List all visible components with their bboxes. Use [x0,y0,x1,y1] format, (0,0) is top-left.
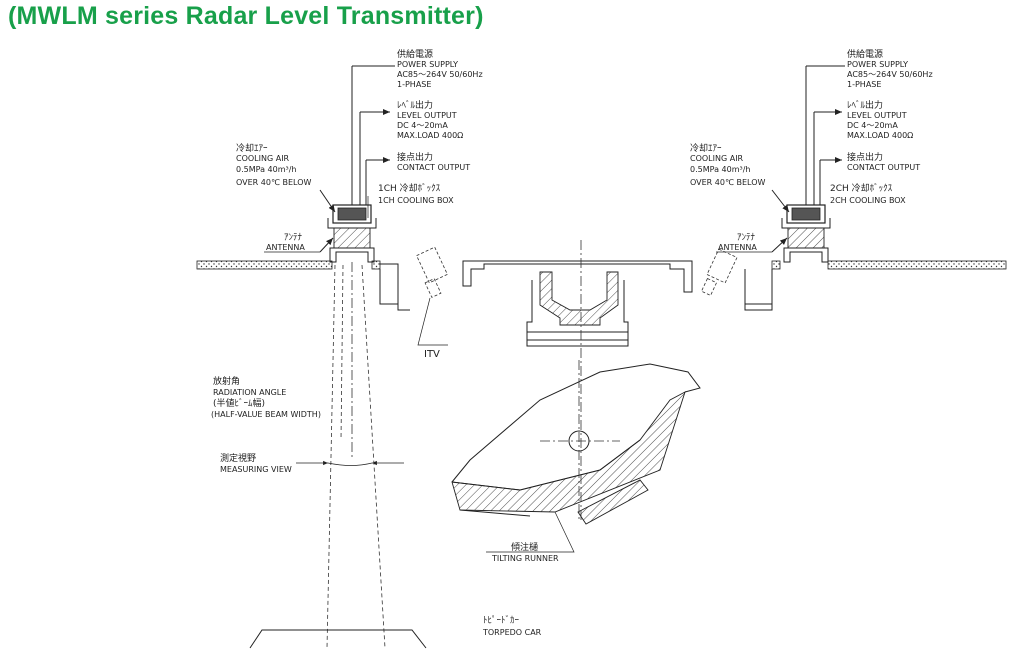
torpedo-car [249,629,427,649]
left-radar-unit [264,65,395,263]
right-box-jp: 2CH 冷却ﾎﾞｯｸｽ [830,182,893,194]
right-level-spec: DC 4～20mA [847,121,898,130]
right-radar-unit [716,65,845,263]
left-contact-en: CONTACT OUTPUT [397,163,470,172]
radiation-jp: 放射角 [213,375,240,387]
half-jp: (半値ﾋﾞｰﾑ幅) [213,397,265,409]
page-title: (MWLM series Radar Level Transmitter) [8,2,484,30]
tilting-runner [451,360,701,553]
half-en: (HALF-VALUE BEAM WIDTH) [211,410,321,419]
right-level-en: LEVEL OUTPUT [847,111,907,120]
torpedo-en: TORPEDO CAR [482,628,542,637]
left-power-phase: 1-PHASE [397,80,431,89]
torpedo-jp: ﾄﾋﾟｰﾄﾞｶｰ [483,615,520,626]
right-contact-en: CONTACT OUTPUT [847,163,920,172]
right-power-en: POWER SUPPLY [847,60,908,69]
left-cooling-spec: 0.5MPa 40m³/h [236,165,296,174]
right-cooling-jp: 冷却ｴｱｰ [690,142,722,154]
tilting-en: TILTING RUNNER [491,554,559,563]
left-contact-jp: 接点出力 [397,151,433,163]
left-power-en: POWER SUPPLY [397,60,458,69]
left-cooling-en: COOLING AIR [236,154,290,163]
right-contact-jp: 接点出力 [847,151,883,163]
runner-trough [526,240,629,520]
measuring-en: MEASURING VIEW [220,465,292,474]
right-level-load: MAX.LOAD 400Ω [847,131,913,140]
right-power-jp: 供給電源 [847,48,883,60]
left-level-jp: ﾚﾍﾞﾙ出力 [397,99,433,111]
left-antenna-jp: ｱﾝﾃﾅ [284,232,303,243]
right-level-jp: ﾚﾍﾞﾙ出力 [847,99,883,111]
right-cooling-spec: 0.5MPa 40m³/h [690,165,750,174]
radiation-beam [296,262,404,649]
left-level-en: LEVEL OUTPUT [397,111,457,120]
tilting-jp: 傾注樋 [511,541,538,553]
right-antenna-jp: ｱﾝﾃﾅ [737,232,756,243]
right-cooling-en: COOLING AIR [690,154,744,163]
right-power-spec: AC85～264V 50/60Hz [847,70,933,79]
right-power-phase: 1-PHASE [847,80,881,89]
floor-slab [196,260,1007,311]
left-level-load: MAX.LOAD 400Ω [397,131,463,140]
right-antenna-en: ANTENNA [718,243,757,252]
left-level-spec: DC 4～20mA [397,121,448,130]
left-cooling-jp: 冷却ｴｱｰ [236,142,268,154]
measuring-jp: 測定視野 [220,452,256,464]
left-box-jp: 1CH 冷却ﾎﾞｯｸｽ [378,182,441,194]
itv-label: ITV [424,349,440,360]
radiation-en: RADIATION ANGLE [213,388,286,397]
left-power-spec: AC85～264V 50/60Hz [397,70,483,79]
left-box-en: 1CH COOLING BOX [378,196,454,205]
left-power-jp: 供給電源 [397,48,433,60]
right-box-en: 2CH COOLING BOX [830,196,906,205]
left-cooling-temp: OVER 40℃ BELOW [236,178,312,187]
itv-camera-left [416,246,448,298]
itv-camera-right [700,248,738,296]
left-antenna-en: ANTENNA [266,243,305,252]
right-cooling-temp: OVER 40℃ BELOW [690,178,766,187]
